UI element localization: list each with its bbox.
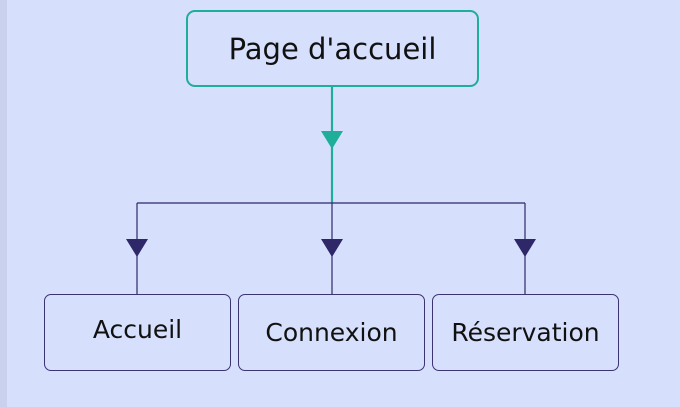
left-edge-strip: [0, 0, 7, 407]
arrow-down-icon-reservation: [514, 239, 536, 257]
child-node-reservation: Réservation: [432, 294, 619, 371]
arrow-down-icon-accueil: [126, 239, 148, 257]
arrow-down-icon-connexion: [321, 239, 343, 257]
child-node-connexion: Connexion: [238, 294, 425, 371]
root-arrow-icon: [321, 131, 343, 149]
child-node-accueil: Accueil: [44, 294, 231, 371]
root-node-label: Page d'accueil: [228, 31, 437, 66]
child-node-label: Réservation: [451, 318, 600, 347]
child-node-label: Connexion: [265, 318, 398, 347]
child-node-label: Accueil: [92, 315, 183, 344]
root-node: Page d'accueil: [186, 10, 479, 87]
